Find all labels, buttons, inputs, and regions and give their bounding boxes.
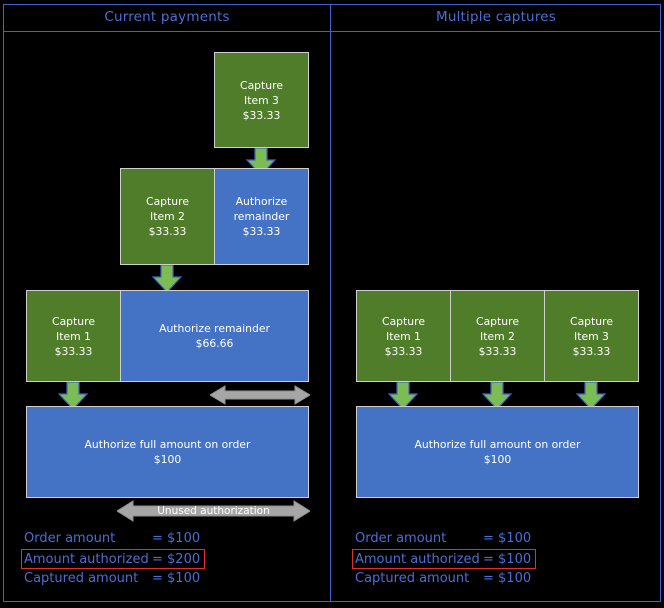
box-line: $66.66 [195,337,234,350]
legend-label: Captured amount [24,571,139,586]
legend-current-payments: Order amount = $100 Amount authorized= $2… [21,529,205,589]
box-authorize-remainder-3333[interactable]: Authorize remainder $33.33 [214,168,309,265]
legend-value: = $100 [152,571,201,586]
box-capture-item-3-left[interactable]: Capture Item 3 $33.33 [214,52,309,148]
column-divider [330,4,331,602]
column-header-multiple-captures: Multiple captures [435,9,557,25]
box-line: $100 [153,453,182,466]
box-capture-item-2-left[interactable]: Capture Item 2 $33.33 [120,168,215,265]
unused-authorization-label: Unused authorization [157,505,270,517]
box-line: Item 3 [244,93,279,107]
box-line: Capture [146,195,189,208]
box-line: Item 3 [574,329,609,343]
box-line: $33.33 [148,225,187,238]
legend-row-captured-amount: Captured amount = $100 [24,569,205,589]
legend-label: Captured amount [355,571,470,586]
box-line: Capture [476,314,519,328]
legend-label: Order amount [24,531,116,546]
legend-label: Order amount [355,531,447,546]
legend-value: = $200 [152,552,201,567]
legend-row-amount-authorized: Amount authorized= $200 [21,549,205,569]
header-rule [3,31,661,32]
box-authorize-full-amount-right[interactable]: Authorize full amount on order $100 [356,406,639,498]
box-line: Authorize [235,195,288,208]
box-line: Item 2 [150,210,185,223]
box-line: Item 1 [56,329,91,343]
arrow-down-icon [482,382,512,410]
box-line: remainder [233,210,290,223]
double-arrow-unused-authorization: Unused authorization [117,499,310,523]
box-line: $33.33 [54,344,93,358]
box-line: Authorize full amount on order [414,438,581,451]
box-line: Capture [52,314,95,328]
box-line: $100 [483,453,512,466]
box-line: $33.33 [572,344,611,358]
arrow-down-icon [246,148,276,176]
arrow-down-icon [152,265,182,293]
double-arrow-remainder-icon [210,383,310,407]
box-line: $33.33 [384,344,423,358]
legend-label: Amount authorized [355,552,480,567]
box-line: Item 2 [480,329,515,343]
legend-label: Amount authorized [24,552,149,567]
legend-value: = $100 [483,571,532,586]
arrow-down-icon [58,382,88,410]
box-line: Item 1 [386,329,421,343]
legend-value: = $100 [152,531,201,546]
legend-row-order-amount: Order amount = $100 [355,529,536,549]
legend-multiple-captures: Order amount = $100 Amount authorized= $1… [352,529,536,589]
arrow-down-icon [388,382,418,410]
legend-value: = $100 [483,552,532,567]
box-capture-item-1-right[interactable]: Capture Item 1 $33.33 [356,290,451,382]
column-header-current-payments: Current payments [104,9,230,25]
box-line: $33.33 [242,225,281,238]
box-line: $33.33 [478,344,517,358]
box-line: Capture [382,314,425,328]
legend-row-order-amount: Order amount = $100 [24,529,205,549]
arrow-down-icon [576,382,606,410]
legend-value: = $100 [483,531,532,546]
box-capture-item-3-right[interactable]: Capture Item 3 $33.33 [544,290,639,382]
legend-row-amount-authorized: Amount authorized= $100 [352,549,536,569]
box-line: Capture [570,314,613,328]
box-line: Capture [240,78,283,92]
box-line: $33.33 [242,108,281,122]
box-authorize-full-amount-left[interactable]: Authorize full amount on order $100 [26,406,309,498]
box-authorize-remainder-6666[interactable]: Authorize remainder $66.66 [120,290,309,382]
box-capture-item-2-right[interactable]: Capture Item 2 $33.33 [450,290,545,382]
legend-row-captured-amount: Captured amount = $100 [355,569,536,589]
box-capture-item-1-left[interactable]: Capture Item 1 $33.33 [26,290,121,382]
box-line: Authorize remainder [159,322,270,335]
box-line: Authorize full amount on order [84,438,251,451]
